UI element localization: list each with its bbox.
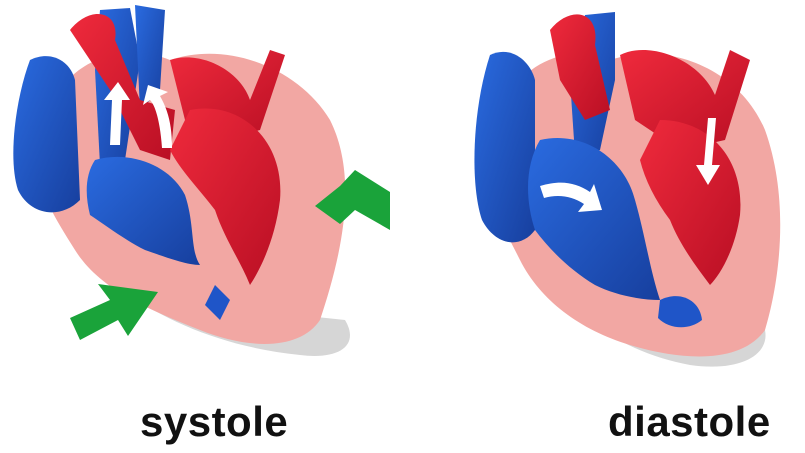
green-arrow-icon: [70, 284, 158, 340]
systole-label: systole: [140, 398, 288, 446]
systole-panel: systole: [0, 0, 410, 453]
diastole-label: diastole: [608, 398, 771, 446]
systole-heart-illustration: [0, 0, 410, 453]
diastole-heart-illustration: [410, 0, 805, 453]
diastole-panel: diastole: [410, 0, 805, 453]
superior-vena-cava: [474, 52, 535, 243]
superior-vena-cava: [13, 56, 80, 212]
